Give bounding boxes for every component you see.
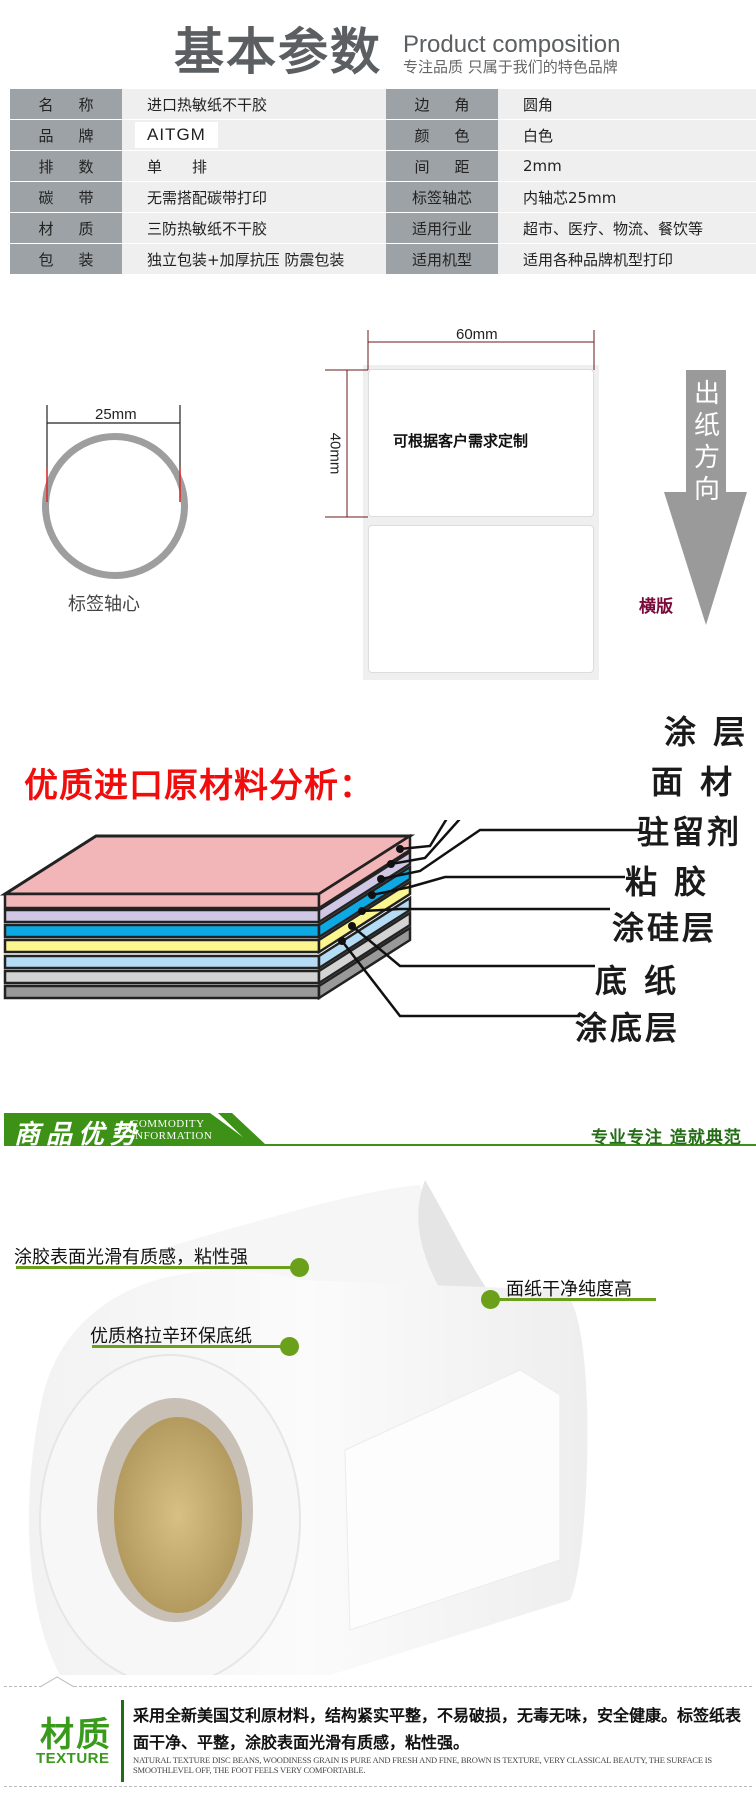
spec-row: 包装 独立包装+加厚抗压 防震包装 — [10, 244, 388, 275]
spec-row: 间距 2mm — [386, 151, 756, 182]
label-roll-illustration-icon — [28, 1180, 588, 1675]
diameter-label: 25mm — [95, 406, 137, 423]
spec-row: 标签轴芯 内轴芯25mm — [386, 182, 756, 213]
spec-value: 单 排 — [122, 151, 388, 181]
label-card-top — [368, 369, 594, 517]
layer-label: 涂 层 — [664, 713, 749, 751]
callout-underline — [92, 1345, 288, 1348]
spec-label: 材质 — [10, 213, 122, 243]
orientation-label: 横版 — [639, 597, 673, 617]
spec-value: 超市、医疗、物流、餐饮等 — [498, 213, 756, 243]
spec-value: 2mm — [498, 151, 756, 181]
spec-value-brand: AITGM — [122, 120, 388, 150]
spec-label: 包装 — [10, 244, 122, 274]
divider — [4, 1786, 752, 1787]
page-title-english: Product composition — [403, 31, 621, 58]
spec-table-left: 名称 进口热敏纸不干胶 品牌 AITGM 排数 单 排 碳带 无需搭配碳带打印 … — [10, 89, 388, 275]
spec-label: 颜色 — [386, 120, 498, 150]
spec-value: 内轴芯25mm — [498, 182, 756, 212]
materials-title: 优质进口原材料分析： — [24, 766, 374, 806]
callout-face-paper: 面纸干净纯度高 — [506, 1279, 632, 1300]
callout-dot-icon — [481, 1290, 500, 1309]
spec-row: 适用行业 超市、医疗、物流、餐饮等 — [386, 213, 756, 244]
spec-label: 适用行业 — [386, 213, 498, 243]
layer-label: 面 材 — [651, 763, 736, 801]
texture-title: 材质 — [40, 1715, 112, 1755]
texture-small-print: NATURAL TEXTURE DISC BEANS, WOODINESS GR… — [133, 1755, 712, 1775]
spec-row: 材质 三防热敏纸不干胶 — [10, 213, 388, 244]
custom-text: 可根据客户需求定制 — [393, 432, 529, 450]
callout-dot-icon — [280, 1337, 299, 1356]
banner-title-english: COMMODITY INFORMATION — [131, 1118, 213, 1142]
texture-divider-bar — [121, 1700, 124, 1782]
spec-label: 排数 — [10, 151, 122, 181]
spec-value: 独立包装+加厚抗压 防震包装 — [122, 244, 388, 274]
arrow-down-icon — [664, 370, 747, 625]
callout-dot-icon — [290, 1258, 309, 1277]
spec-label: 碳带 — [10, 182, 122, 212]
texture-description: 采用全新美国艾利原材料，结构紧实平整，不易破损，无毒无味，安全健康。标签纸表面干… — [133, 1706, 742, 1752]
label-dimension-icon — [325, 330, 595, 518]
layer-label: 粘 胶 — [625, 863, 710, 901]
spec-label: 标签轴芯 — [386, 182, 498, 212]
spec-label: 适用机型 — [386, 244, 498, 274]
divider-notch-icon — [40, 1676, 74, 1688]
spec-label: 品牌 — [10, 120, 122, 150]
height-label: 40mm — [326, 432, 344, 475]
label-card-bottom — [368, 525, 594, 673]
core-caption: 标签轴心 — [68, 594, 140, 615]
core-ring-icon — [42, 433, 188, 579]
layer-stack-icon — [0, 820, 640, 1018]
feed-direction-label: 出纸方向 — [693, 379, 720, 505]
spec-row: 颜色 白色 — [386, 120, 756, 151]
page-subtitle: 专注品质 只属于我们的特色品牌 — [403, 58, 618, 76]
spec-row: 碳带 无需搭配碳带打印 — [10, 182, 388, 213]
layer-label: 涂硅层 — [612, 909, 718, 947]
spec-label: 间距 — [386, 151, 498, 181]
page-title: 基本参数 — [174, 23, 382, 81]
width-label: 60mm — [456, 326, 498, 343]
banner-ribbon-icon — [4, 1113, 756, 1146]
spec-row: 名称 进口热敏纸不干胶 — [10, 89, 388, 120]
spec-value: 适用各种品牌机型打印 — [498, 244, 756, 274]
divider — [4, 1686, 752, 1687]
spec-table-right: 边角 圆角 颜色 白色 间距 2mm 标签轴芯 内轴芯25mm 适用行业 超市、… — [386, 89, 756, 275]
texture-title-english: TEXTURE — [36, 1750, 110, 1767]
spec-value: 圆角 — [498, 89, 756, 119]
banner-title: 商品优势 — [14, 1120, 143, 1150]
spec-row: 品牌 AITGM — [10, 120, 388, 151]
callout-underline — [490, 1298, 656, 1301]
layer-label: 涂底层 — [575, 1009, 681, 1047]
diameter-dimension-icon — [46, 405, 181, 502]
spec-label: 名称 — [10, 89, 122, 119]
spec-label: 边角 — [386, 89, 498, 119]
layer-label: 底 纸 — [595, 962, 680, 1000]
spec-value: 三防热敏纸不干胶 — [122, 213, 388, 243]
spec-value: 白色 — [498, 120, 756, 150]
spec-row: 边角 圆角 — [386, 89, 756, 120]
callout-underline — [16, 1266, 292, 1269]
spec-row: 适用机型 适用各种品牌机型打印 — [386, 244, 756, 275]
banner-slogan: 专业专注 造就典范 — [591, 1128, 742, 1148]
spec-value: 进口热敏纸不干胶 — [122, 89, 388, 119]
layer-label: 驻留剂 — [637, 813, 743, 851]
callout-adhesive: 涂胶表面光滑有质感，粘性强 — [14, 1247, 248, 1268]
spec-row: 排数 单 排 — [10, 151, 388, 182]
callout-backing: 优质格拉辛环保底纸 — [90, 1326, 252, 1347]
spec-value: 无需搭配碳带打印 — [122, 182, 388, 212]
